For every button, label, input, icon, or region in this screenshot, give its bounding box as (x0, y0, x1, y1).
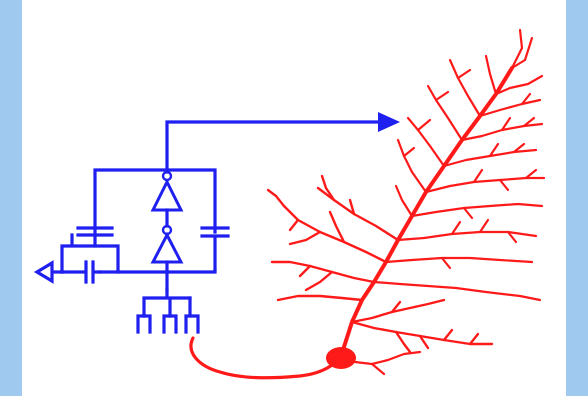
upper-buffer (150, 178, 184, 212)
lower-buffer (150, 231, 184, 264)
axon (189, 336, 340, 380)
apical-branches (372, 28, 546, 302)
arrow-right-icon (378, 112, 400, 132)
left-capacitor (60, 260, 102, 284)
right-capacitor (200, 226, 230, 272)
basal-dendrites (266, 174, 494, 354)
output-wire (165, 120, 382, 174)
soma (326, 347, 356, 369)
bottom-rail (116, 268, 217, 274)
apical-trunk (341, 66, 514, 352)
basal-tail (353, 350, 422, 376)
figure-panel (22, 0, 566, 396)
output-triangle (33, 260, 54, 284)
transistor (60, 226, 120, 274)
neuron-icon (189, 28, 546, 380)
feedback-wire (93, 168, 217, 230)
input-fork (142, 288, 192, 318)
circuit-schematic-icon (33, 112, 400, 334)
